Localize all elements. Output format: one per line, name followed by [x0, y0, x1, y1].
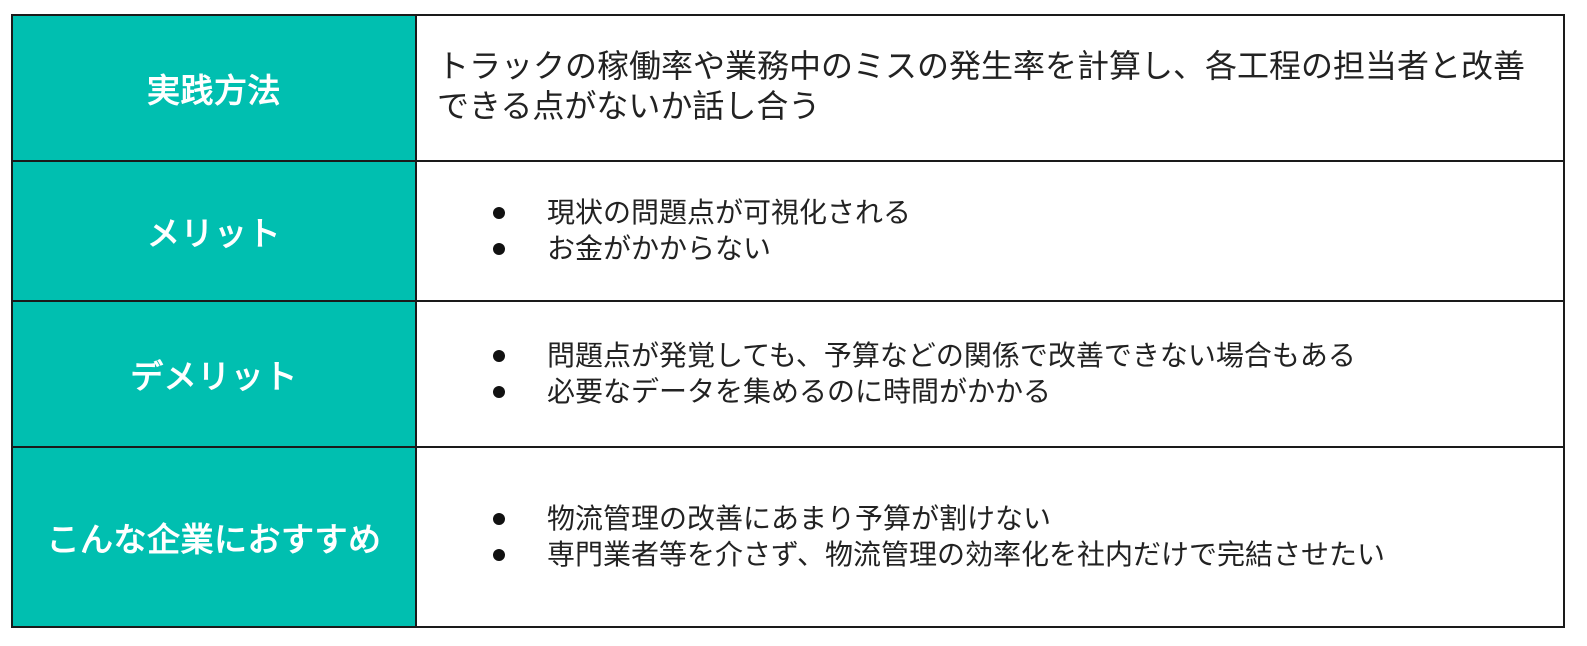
list-item: 物流管理の改善にあまり予算が割けない: [437, 501, 1385, 537]
bullet-icon: [493, 350, 505, 362]
recommended-list: 物流管理の改善にあまり予算が割けない 専門業者等を介さず、物流管理の効率化を社内…: [437, 501, 1385, 573]
row-body-merits: 現状の問題点が可視化される お金がかからない: [417, 162, 1563, 302]
row-header-merits: メリット: [13, 162, 417, 302]
comparison-table: 実践方法 トラックの稼働率や業務中のミスの発生率を計算し、各工程の担当者と改善で…: [11, 14, 1565, 628]
method-text: トラックの稼働率や業務中のミスの発生率を計算し、各工程の担当者と改善できる点がな…: [437, 47, 1526, 125]
list-item: 問題点が発覚しても、予算などの関係で改善できない場合もある: [437, 338, 1356, 374]
row-body-demerits: 問題点が発覚しても、予算などの関係で改善できない場合もある 必要なデータを集める…: [417, 302, 1563, 448]
demerits-list: 問題点が発覚しても、予算などの関係で改善できない場合もある 必要なデータを集める…: [437, 338, 1356, 410]
list-item-text: 専門業者等を介さず、物流管理の効率化を社内だけで完結させたい: [547, 538, 1386, 571]
list-item-text: 物流管理の改善にあまり予算が割けない: [547, 502, 1052, 535]
bullet-icon: [493, 386, 505, 398]
row-body-method: トラックの稼働率や業務中のミスの発生率を計算し、各工程の担当者と改善できる点がな…: [417, 16, 1563, 162]
bullet-icon: [493, 243, 505, 255]
list-item-text: 問題点が発覚しても、予算などの関係で改善できない場合もある: [547, 339, 1356, 372]
row-body-recommended: 物流管理の改善にあまり予算が割けない 専門業者等を介さず、物流管理の効率化を社内…: [417, 448, 1563, 626]
bullet-icon: [493, 513, 505, 525]
list-item: お金がかからない: [437, 231, 911, 267]
list-item-text: 必要なデータを集めるのに時間がかかる: [547, 375, 1052, 408]
row-header-method: 実践方法: [13, 16, 417, 162]
list-item: 現状の問題点が可視化される: [437, 195, 911, 231]
bullet-icon: [493, 549, 505, 561]
row-header-demerits: デメリット: [13, 302, 417, 448]
merits-list: 現状の問題点が可視化される お金がかからない: [437, 195, 911, 267]
list-item-text: 現状の問題点が可視化される: [547, 196, 912, 229]
bullet-icon: [493, 207, 505, 219]
list-item: 必要なデータを集めるのに時間がかかる: [437, 374, 1356, 410]
row-header-recommended: こんな企業におすすめ: [13, 448, 417, 626]
list-item-text: お金がかからない: [547, 232, 772, 265]
list-item: 専門業者等を介さず、物流管理の効率化を社内だけで完結させたい: [437, 537, 1385, 573]
